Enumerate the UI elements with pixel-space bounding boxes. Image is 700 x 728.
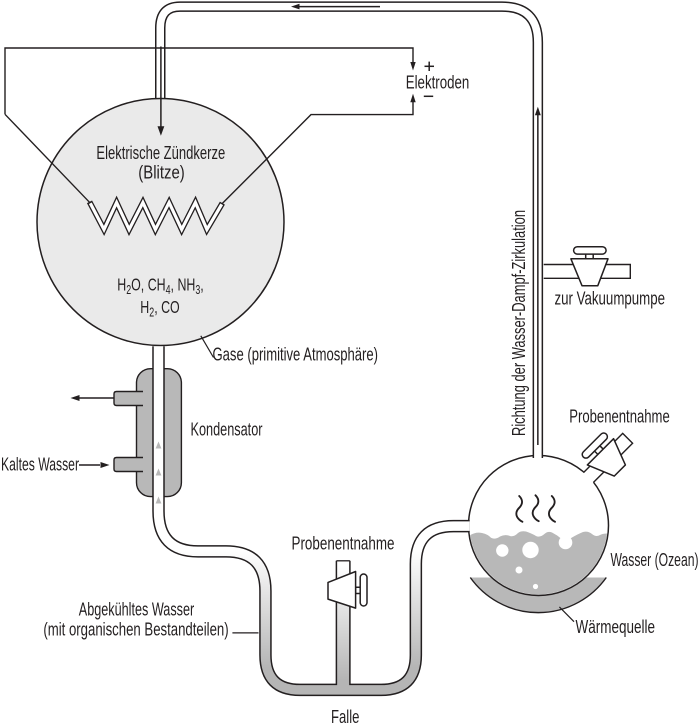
svg-text:zur Vakuumpumpe: zur Vakuumpumpe — [555, 288, 666, 308]
svg-text:Elektroden: Elektroden — [406, 72, 470, 92]
svg-text:Wasser (Ozean): Wasser (Ozean) — [611, 550, 699, 570]
svg-text:Probenentnahme: Probenentnahme — [292, 533, 395, 553]
svg-text:Probenentnahme: Probenentnahme — [569, 406, 670, 426]
svg-text:H2, CO: H2, CO — [140, 298, 180, 320]
svg-text:Abgekühltes Wasser: Abgekühltes Wasser — [79, 600, 194, 620]
svg-text:Elektrische Zündkerze: Elektrische Zündkerze — [96, 143, 225, 163]
svg-text:Gase (primitive Atmosphäre): Gase (primitive Atmosphäre) — [213, 344, 379, 364]
svg-text:Wärmequelle: Wärmequelle — [576, 617, 656, 637]
svg-text:Richtung der Wasser-Dampf-Zirk: Richtung der Wasser-Dampf-Zirkulation — [509, 210, 529, 436]
svg-text:(mit organischen Bestandteilen: (mit organischen Bestandteilen) — [43, 620, 228, 640]
svg-text:(Blitze): (Blitze) — [138, 163, 185, 183]
svg-text:Kondensator: Kondensator — [191, 419, 263, 439]
svg-text:H2O, CH4, NH3,: H2O, CH4, NH3, — [117, 276, 204, 298]
svg-text:Falle: Falle — [331, 707, 359, 727]
svg-text:Kaltes Wasser: Kaltes Wasser — [1, 454, 79, 474]
